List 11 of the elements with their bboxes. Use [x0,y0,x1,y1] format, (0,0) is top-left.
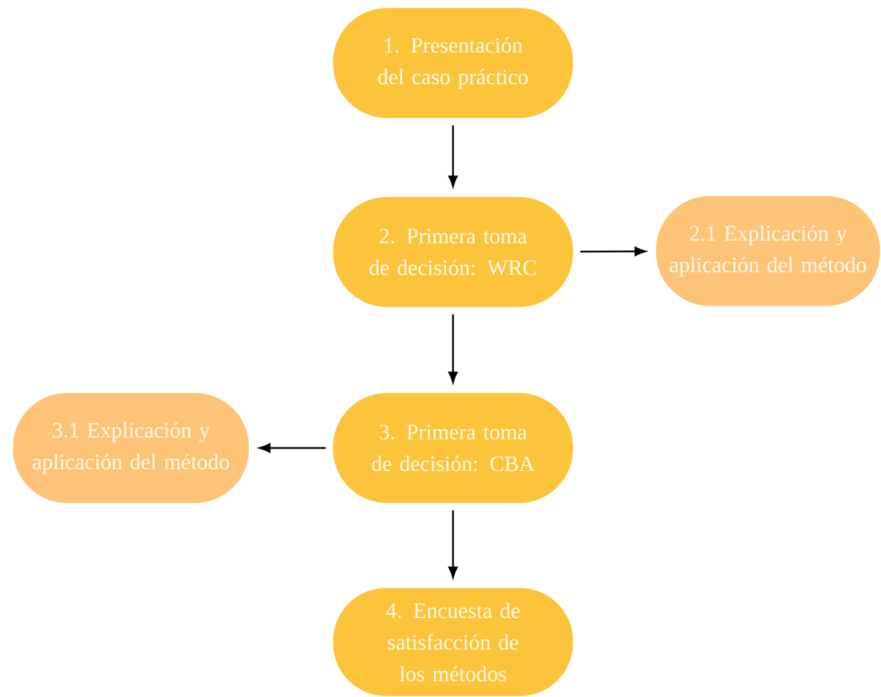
arrow [580,246,646,256]
process-box: 2. Primera toma de decisión: WRC [333,197,573,307]
process-box: 4. Encuesta de satisfacción de los métodos [333,588,573,696]
process-box: 3. Primera toma de decisión: CBA [333,393,573,503]
process-box: 3.1 Explicación y aplicación del método [13,393,249,503]
arrow [448,314,458,383]
process-box: 1. Presentación del caso práctico [333,8,573,118]
arrow [448,510,458,578]
process-box: 2.1 Explicación y aplicación del método [656,196,880,306]
arrow [448,125,458,187]
arrow [259,443,326,453]
